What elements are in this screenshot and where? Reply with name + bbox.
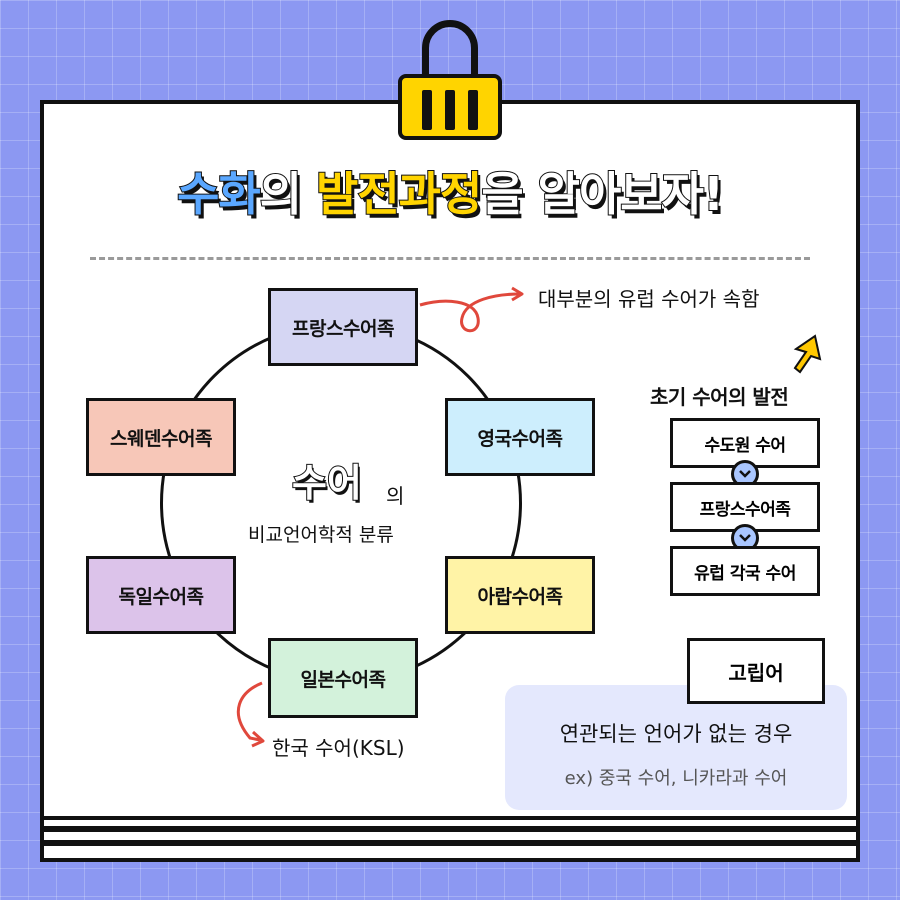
isolate-example: ex) 중국 수어, 니카라과 수어: [564, 768, 788, 789]
language-family-british: 영국수어족: [445, 398, 595, 476]
center-title: 수어: [291, 460, 363, 506]
center-subtitle: 비교언어학적 분류: [248, 524, 394, 546]
language-family-german: 독일수어족: [86, 556, 236, 634]
title-part-learn: 을 알아보자!: [480, 166, 725, 222]
page-title: 수화의 발전과정을 알아보자!: [0, 158, 900, 224]
language-family-swedish: 스웨덴수어족: [86, 398, 236, 476]
note-japanese: 한국 수어(KSL): [272, 736, 405, 760]
isolate-panel: [505, 685, 847, 810]
title-part-development: 발전과정: [315, 166, 483, 222]
development-title: 초기 수어의 발전: [650, 385, 789, 409]
paper-edge-line: [40, 826, 860, 832]
language-family-arabic: 아랍수어족: [445, 556, 595, 634]
isolate-label: 고립어: [687, 638, 825, 704]
paper-edge-line: [40, 840, 860, 846]
note-french: 대부분의 유럽 수어가 속함: [538, 287, 760, 311]
title-part-sign: 수화: [176, 166, 262, 222]
language-family-french: 프랑스수어족: [268, 288, 418, 366]
center-title-suffix: 의: [386, 484, 405, 508]
binder-clip-icon: [398, 74, 502, 140]
dashed-divider: [90, 257, 810, 260]
title-part-of: 의: [259, 166, 317, 222]
development-step: 유럽 각국 수어: [670, 546, 820, 596]
language-family-japanese: 일본수어족: [268, 638, 418, 718]
isolate-description: 연관되는 언어가 없는 경우: [559, 722, 793, 746]
